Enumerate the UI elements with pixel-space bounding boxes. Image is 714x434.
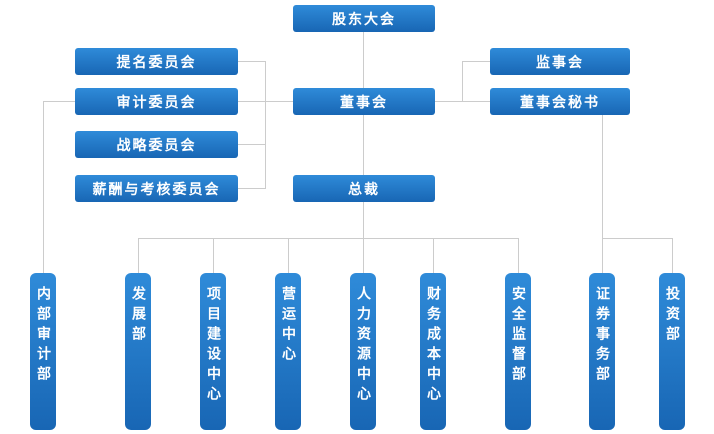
connector-secretary-securities (602, 115, 603, 273)
node-board-secretary: 董事会秘书 (490, 88, 630, 115)
connector-strategy-stub (238, 144, 265, 145)
connector-audit-board (238, 101, 293, 102)
node-audit-committee: 审计委员会 (75, 88, 238, 115)
node-supervisory-board: 监事会 (490, 48, 630, 75)
connector-audit-internal-drop (43, 101, 44, 273)
node-finance-cost-center: 财务成本中心 (420, 273, 446, 430)
connector-nomination-stub (238, 61, 265, 62)
connector-drop-finance (433, 238, 434, 273)
connector-drop-operations (288, 238, 289, 273)
connector-board-president (363, 115, 364, 175)
connector-drop-development (138, 238, 139, 273)
node-remuneration-committee: 薪酬与考核委员会 (75, 175, 238, 202)
connector-committees-spine (265, 61, 266, 189)
node-board-of-directors: 董事会 (293, 88, 435, 115)
connector-drop-investment (672, 238, 673, 273)
node-nomination-committee: 提名委员会 (75, 48, 238, 75)
connector-supervisory-stub (462, 61, 490, 62)
connector-remuneration-stub (238, 188, 265, 189)
node-investment-dept: 投资部 (659, 273, 685, 430)
connector-drop-safety (518, 238, 519, 273)
node-human-resources-center: 人力资源中心 (350, 273, 376, 430)
connector-securities-investment (602, 238, 672, 239)
connector-board-secretary (435, 101, 490, 102)
node-strategy-committee: 战略委员会 (75, 131, 238, 158)
node-safety-supervision-dept: 安全监督部 (505, 273, 531, 430)
connector-drop-project (213, 238, 214, 273)
connector-supervisory-spine (462, 61, 463, 102)
node-shareholders-meeting: 股东大会 (293, 5, 435, 32)
connector-president-drop (363, 202, 364, 273)
node-internal-audit-dept: 内部审计部 (30, 273, 56, 430)
node-securities-affairs-dept: 证券事务部 (589, 273, 615, 430)
node-project-construction-center: 项目建设中心 (200, 273, 226, 430)
connector-shareholders-board (363, 32, 364, 88)
node-president: 总裁 (293, 175, 435, 202)
node-operations-center: 营运中心 (275, 273, 301, 430)
connector-audit-internal-stub (43, 101, 75, 102)
node-development-dept: 发展部 (125, 273, 151, 430)
connector-president-bus (138, 238, 518, 239)
